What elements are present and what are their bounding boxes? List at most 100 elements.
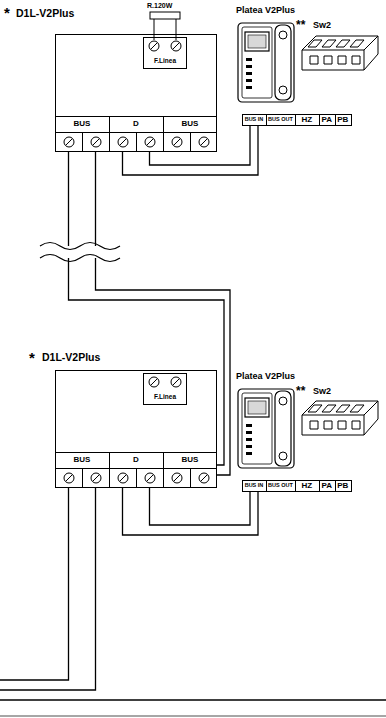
- switch-name: Sw2: [313, 387, 331, 396]
- screw-slot: [200, 139, 206, 145]
- screw-head: [118, 473, 128, 483]
- terminal-label: PA: [319, 482, 335, 490]
- screw-slot: [65, 139, 71, 145]
- terminal-label: BUS: [55, 456, 109, 464]
- screw-head: [145, 137, 155, 147]
- terminal-screw: [170, 376, 182, 388]
- terminal-screw: [144, 136, 156, 148]
- monitor-body: [238, 23, 294, 102]
- distributor-box: D1L-V2PlusF.LineaBUSDBUS: [55, 370, 217, 488]
- switch-outline: [302, 401, 378, 435]
- asterisk-note: *: [4, 5, 10, 20]
- terminal-label: BUS OUT: [266, 483, 295, 489]
- line-break-symbol: [40, 243, 120, 262]
- switch-edge: [302, 401, 378, 435]
- bus-wire: [123, 126, 259, 175]
- terminal-screw: [198, 136, 210, 148]
- screw-slot: [200, 475, 206, 481]
- screw-slot: [151, 43, 157, 49]
- unit-name: D1L-V2Plus: [42, 352, 100, 363]
- screw-slot: [119, 139, 125, 145]
- screw-slot: [173, 379, 179, 385]
- bus-wire: [123, 488, 259, 535]
- monitor-body: [238, 389, 294, 468]
- terminal-label: BUS OUT: [266, 117, 295, 123]
- asterisk-note: **: [296, 19, 305, 31]
- switch-outline: [302, 36, 378, 70]
- screw-head: [149, 377, 159, 387]
- handset-earpiece: [279, 397, 287, 405]
- monitor-button: [246, 445, 252, 448]
- screw-head: [199, 137, 209, 147]
- line-end-block: [143, 37, 187, 69]
- switch-name: Sw2: [313, 21, 331, 30]
- terminal-label: BUS: [163, 120, 217, 128]
- terminal-label: HZ: [295, 116, 319, 124]
- screw-slot: [173, 475, 179, 481]
- monitor-screen: [245, 398, 269, 417]
- screw-head: [118, 137, 128, 147]
- screw-head: [91, 473, 101, 483]
- resistor-symbol: [150, 12, 180, 40]
- bus-wire: [69, 152, 231, 475]
- monitor-unit: Platea V2PlusBUS INBUS OUTHZPAPB: [236, 388, 356, 492]
- monitor-button: [246, 452, 252, 455]
- terminal-label: PB: [335, 482, 351, 490]
- screw-slot: [92, 475, 98, 481]
- terminal-screw: [63, 472, 75, 484]
- distributor-box: D1L-V2PlusF.LineaBUSDBUS: [55, 34, 217, 152]
- screw-head: [64, 137, 74, 147]
- monitor-button: [246, 424, 252, 427]
- frame-rule: [0, 716, 386, 717]
- switch-tab: [310, 421, 360, 429]
- frame-rule: [0, 699, 386, 701]
- monitor-button: [246, 58, 252, 61]
- monitor-screen-inner: [248, 401, 266, 414]
- monitor-drawing: [236, 388, 296, 470]
- screw-head: [145, 473, 155, 483]
- break-wave: [40, 243, 120, 262]
- terminal-label: D: [109, 120, 163, 128]
- terminal-label: D: [109, 456, 163, 464]
- handset-mouthpiece: [279, 86, 287, 94]
- screw-slot: [65, 475, 71, 481]
- switch-lever: [308, 40, 364, 47]
- terminal-screw: [198, 472, 210, 484]
- screw-slot: [173, 43, 179, 49]
- switch-tab: [310, 56, 360, 64]
- monitor-handset: [275, 391, 291, 466]
- terminal-screw: [63, 136, 75, 148]
- monitor-drawing: [236, 22, 296, 104]
- terminal-screw: [117, 136, 129, 148]
- terminal-label: F.Linea: [143, 394, 187, 401]
- handset-mouthpiece: [279, 452, 287, 460]
- screw-head: [172, 473, 182, 483]
- terminal-label: HZ: [295, 482, 319, 490]
- screw-slot: [92, 139, 98, 145]
- screw-slot: [146, 139, 152, 145]
- handset-earpiece: [279, 31, 287, 39]
- line-end-block: [143, 373, 187, 405]
- terminal-label: BUS IN: [242, 117, 266, 123]
- monitor-button: [246, 86, 252, 89]
- monitor-button: [246, 72, 252, 75]
- terminal-label: PB: [335, 116, 351, 124]
- monitor-button: [246, 438, 252, 441]
- switch-lever: [308, 405, 364, 412]
- screw-slot: [146, 475, 152, 481]
- screw-slot: [173, 139, 179, 145]
- screw-head: [172, 137, 182, 147]
- switch-edge: [302, 36, 378, 70]
- terminal-label: BUS: [163, 456, 217, 464]
- asterisk-note: *: [29, 350, 35, 365]
- monitor-screen: [245, 32, 269, 51]
- unit-name: Platea V2Plus: [236, 372, 295, 381]
- terminal-label: BUS: [55, 120, 109, 128]
- monitor-button: [246, 431, 252, 434]
- terminal-screw: [144, 472, 156, 484]
- terminal-screw: [90, 136, 102, 148]
- screw-head: [91, 137, 101, 147]
- screw-head: [199, 473, 209, 483]
- screw-head: [64, 473, 74, 483]
